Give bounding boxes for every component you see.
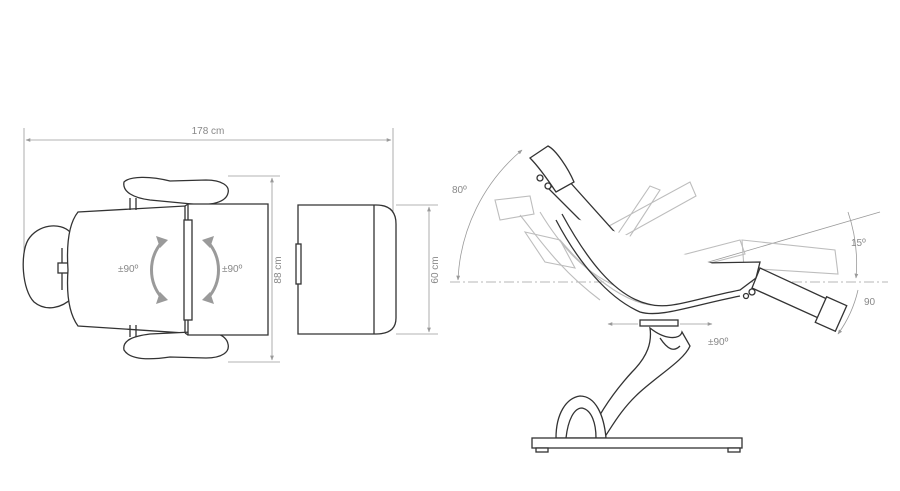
pedestal-arch	[555, 395, 607, 439]
legrest-knob-2	[742, 292, 750, 300]
foot-pad	[814, 295, 848, 333]
width-label: 88 cm	[273, 256, 284, 283]
back-angle-arc	[456, 149, 523, 281]
swivel-label: ±90º	[708, 337, 729, 348]
pedestal-column	[586, 326, 691, 439]
legrest-top	[297, 204, 397, 335]
side-view: 80º 15º 90	[450, 145, 888, 453]
seat-angle-label: 15º	[851, 238, 866, 249]
seat-hinge	[183, 219, 193, 321]
seat-angle-arc	[847, 211, 859, 279]
headrest-side	[528, 145, 575, 193]
legrest-hinge	[295, 243, 302, 285]
top-view: 178 cm ±90º ±90º	[22, 126, 441, 363]
seat-cushion-curve	[561, 213, 757, 307]
leg-angle-arc	[837, 289, 859, 335]
armrest-upper	[123, 176, 229, 206]
width-dimension: 88 cm	[228, 175, 284, 363]
rotation-arrows-top	[150, 236, 220, 304]
seat-width-dimension: 60 cm	[396, 204, 441, 335]
back-angle-label: 80º	[452, 185, 467, 196]
rotate-right-label: ±90º	[222, 264, 243, 275]
headrest-knob-2	[544, 182, 552, 190]
swivel-rail	[639, 319, 679, 327]
base-plate	[531, 437, 743, 449]
rotate-left-label: ±90º	[118, 264, 139, 275]
backrest-top	[66, 205, 186, 334]
leg-angle-label: 90	[864, 297, 876, 308]
length-label: 178 cm	[192, 126, 225, 137]
legrest-knob	[748, 288, 756, 296]
length-dimension: 178 cm	[23, 126, 394, 260]
base-foot-right	[727, 447, 741, 453]
seat-width-label: 60 cm	[430, 256, 441, 283]
armrest-lower	[123, 330, 229, 360]
base-foot-left	[535, 447, 549, 453]
headrest-knob-1	[536, 174, 544, 182]
